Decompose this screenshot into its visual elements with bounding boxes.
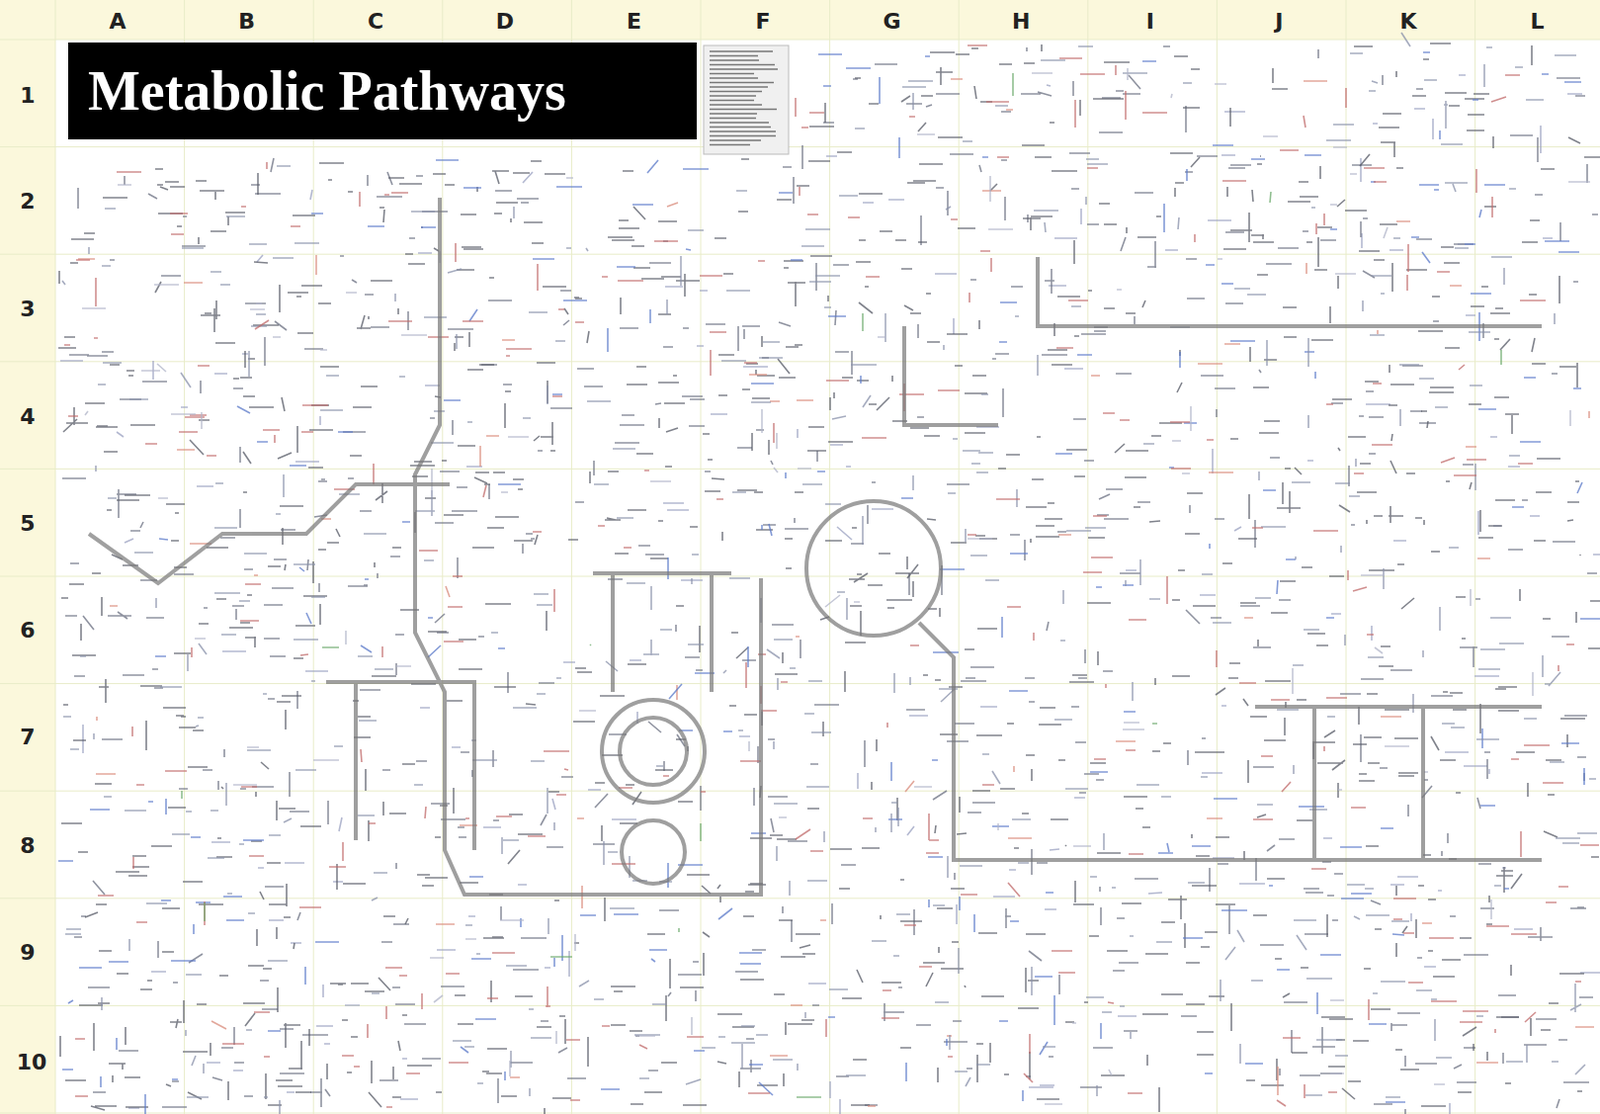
row-label: 5 xyxy=(19,510,35,536)
row-label: 6 xyxy=(19,617,35,643)
grid-line xyxy=(0,146,1600,148)
grid-line xyxy=(0,39,1600,41)
grid-line xyxy=(183,0,185,1114)
column-label: H xyxy=(1011,8,1030,34)
column-label: E xyxy=(626,8,642,34)
grid-line xyxy=(1216,0,1218,1114)
column-label: A xyxy=(108,8,126,34)
title-box: Metabolic Pathways xyxy=(68,42,697,140)
grid-line xyxy=(1087,0,1089,1114)
grid-line xyxy=(0,253,1600,255)
row-label: 9 xyxy=(19,939,35,965)
pathway-lines xyxy=(62,32,1598,1114)
grid-line xyxy=(1346,0,1348,1114)
title-text: Metabolic Pathways xyxy=(87,59,567,123)
row-label: 3 xyxy=(19,296,35,322)
column-label: F xyxy=(755,8,770,34)
column-label: I xyxy=(1146,8,1155,34)
column-label: C xyxy=(367,8,384,34)
row-label: 8 xyxy=(19,833,35,858)
row-label: 1 xyxy=(19,83,35,108)
grid-line xyxy=(0,576,1600,578)
column-label: B xyxy=(238,8,255,34)
row-label: 4 xyxy=(19,404,35,429)
grid-line xyxy=(0,1112,1600,1114)
column-label: L xyxy=(1530,8,1545,34)
pathway-lines xyxy=(62,46,1599,1114)
legend-lines xyxy=(709,51,778,146)
column-label: G xyxy=(883,8,902,34)
grid-line xyxy=(313,0,315,1114)
pathway-scribbles xyxy=(58,32,1600,1114)
grid-line xyxy=(571,0,573,1114)
grid-line xyxy=(0,360,1600,362)
grid-line xyxy=(441,0,443,1114)
grid-line xyxy=(0,790,1600,792)
pathway-lines xyxy=(60,75,1600,1114)
row-label: 10 xyxy=(16,1049,48,1075)
pathway-lines xyxy=(64,45,1600,1107)
grid-line xyxy=(958,0,960,1114)
legend-block xyxy=(703,45,789,155)
grid-line xyxy=(1474,0,1476,1114)
grid-line xyxy=(700,0,702,1114)
row-label: 2 xyxy=(19,188,35,214)
pathway-lines xyxy=(78,79,1595,1106)
grid-line xyxy=(55,0,57,1114)
pathway-lines xyxy=(181,73,1502,1097)
pathway-lines xyxy=(58,52,1600,1114)
grid-line xyxy=(829,0,831,1114)
column-label: K xyxy=(1399,8,1417,34)
row-label: 7 xyxy=(19,724,35,750)
cycle-lines xyxy=(88,197,1542,895)
grid-line xyxy=(0,682,1600,684)
pathway-lines xyxy=(58,43,1600,1114)
column-label: D xyxy=(496,8,514,34)
legend-lines xyxy=(709,51,778,146)
pathway-lines xyxy=(82,68,1591,1104)
column-label: J xyxy=(1274,8,1283,34)
